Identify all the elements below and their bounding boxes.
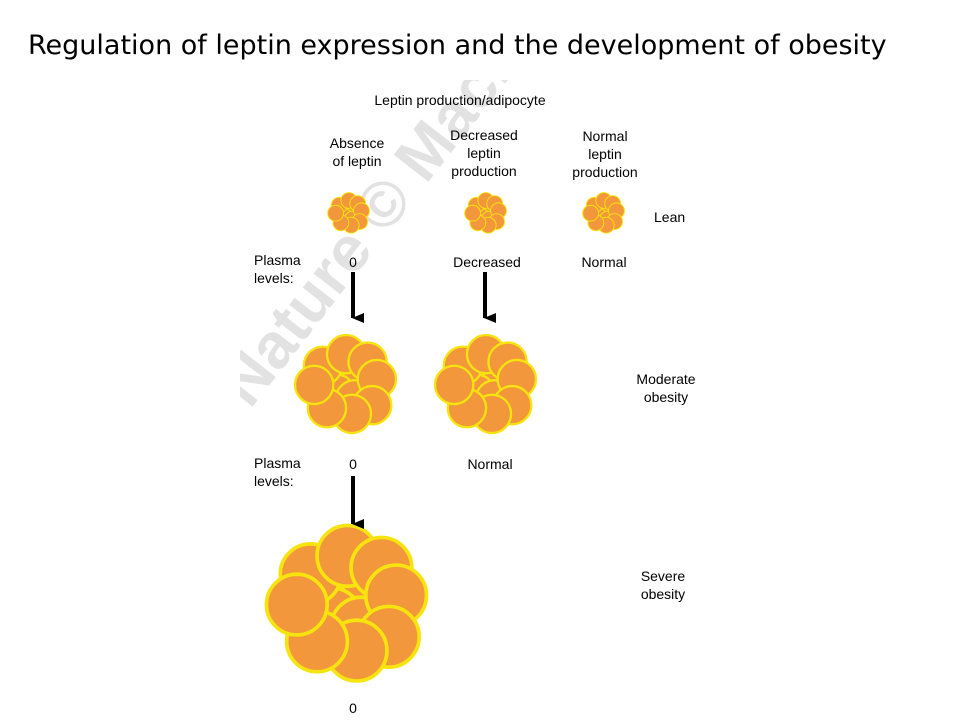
adipocyte-cluster-moderate-absence: [293, 333, 398, 435]
adipocyte-cell: [264, 572, 329, 637]
column-label-decreased: Decreased leptin production: [450, 127, 518, 179]
plasma-levels-label-2: Plasma levels:: [254, 455, 301, 489]
plasma-value-severe-absence: 0: [349, 700, 357, 716]
adipocyte-cluster-lean-normal: [582, 192, 625, 234]
plasma-levels-label-1: Plasma levels:: [254, 252, 301, 286]
adipocyte-cluster-moderate-decreased: [433, 333, 538, 435]
adipocyte-cell: [582, 204, 599, 222]
column-label-normal: Normal leptin production: [572, 128, 638, 180]
adipocyte-cluster-lean-decreased: [464, 192, 507, 234]
adipocyte-cluster-lean-absence: [327, 192, 370, 234]
row-label-moderate-obesity: Moderate obesity: [636, 371, 696, 405]
adipocyte-cell: [433, 364, 475, 406]
adipocyte-cell: [464, 204, 481, 222]
plasma-value-moderate-absence: 0: [349, 456, 357, 472]
adipocyte-cluster-severe-absence: [264, 523, 429, 683]
header-label: Leptin production/adipocyte: [374, 92, 546, 108]
plasma-value-moderate-decreased: Normal: [467, 456, 513, 472]
plasma-value-lean-decreased: Decreased: [453, 254, 521, 270]
adipocyte-cell: [293, 364, 335, 406]
row-label-lean: Lean: [654, 209, 686, 225]
column-label-absence: Absence of leptin: [329, 135, 385, 169]
adipocyte-cell: [327, 204, 344, 222]
plasma-value-lean-normal: Normal: [581, 254, 627, 270]
plasma-value-lean-absence: 0: [349, 254, 357, 270]
slide-title: Regulation of leptin expression and the …: [28, 30, 887, 61]
row-label-severe-obesity: Severe obesity: [640, 568, 686, 602]
